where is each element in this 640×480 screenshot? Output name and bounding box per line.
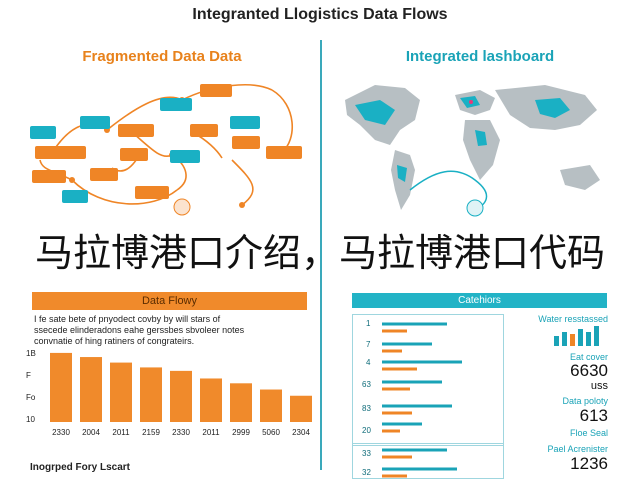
flow-node bbox=[90, 168, 118, 181]
x-tick-label: 2330 bbox=[52, 428, 70, 437]
row-label: 63 bbox=[362, 380, 371, 389]
flow-node bbox=[200, 84, 232, 97]
y-tick-label: 1B bbox=[26, 349, 36, 358]
left-panel-title: Fragmented Data Data bbox=[82, 48, 242, 65]
flow-node bbox=[62, 190, 88, 203]
stat-label: Pael Acrenister bbox=[547, 444, 608, 454]
overlay-caption: 马拉博港口介绍，马拉博港口代码 bbox=[34, 231, 605, 275]
flow-node bbox=[80, 116, 110, 129]
stat-label: Water resstassed bbox=[538, 314, 608, 324]
flow-node bbox=[35, 146, 67, 159]
y-tick-label: F bbox=[26, 371, 31, 380]
x-tick-label: 2011 bbox=[112, 428, 130, 437]
description-line: ssecede elinderadons eahe gerssbes sbvol… bbox=[34, 325, 245, 335]
y-tick-label: 10 bbox=[26, 415, 35, 424]
bar bbox=[110, 362, 132, 422]
bar bbox=[230, 383, 252, 422]
categories-banner: Catehiors bbox=[352, 293, 607, 308]
panel-divider bbox=[320, 40, 322, 470]
row-label: 1 bbox=[366, 319, 371, 328]
category-bars bbox=[382, 322, 462, 478]
x-tick-label: 2304 bbox=[292, 428, 310, 437]
flow-node bbox=[232, 136, 260, 149]
stat-unit: uss bbox=[590, 380, 608, 392]
row-label: 4 bbox=[366, 358, 371, 367]
bar bbox=[80, 357, 102, 422]
categories-panel-lower bbox=[352, 443, 504, 479]
right-panel-title: Integrated lashboard bbox=[405, 48, 555, 65]
flow-node bbox=[190, 124, 218, 137]
bar bbox=[170, 370, 192, 422]
bar bbox=[50, 352, 72, 422]
flow-node bbox=[120, 148, 148, 161]
description-line: I fe sate bete of pnyodect covby by will… bbox=[34, 314, 221, 324]
stat-label: Floe Seal bbox=[569, 428, 608, 438]
x-tick-label: 2004 bbox=[82, 428, 100, 437]
stat-value: 1236 bbox=[570, 454, 608, 473]
x-tick-label: 2330 bbox=[172, 428, 190, 437]
x-tick-label: 2159 bbox=[142, 428, 160, 437]
flow-node bbox=[60, 146, 86, 159]
row-label: 83 bbox=[362, 404, 371, 413]
flow-node bbox=[230, 116, 260, 129]
footer-caption: Inogrped Fory Lscart bbox=[30, 462, 131, 473]
row-label: 33 bbox=[362, 449, 371, 458]
flow-node bbox=[266, 146, 302, 159]
flow-node bbox=[170, 150, 200, 163]
flow-node bbox=[118, 124, 154, 137]
flow-node bbox=[160, 98, 192, 111]
stat-value: 613 bbox=[579, 406, 608, 425]
flow-node bbox=[30, 126, 56, 139]
description-line: convnatie of hing ratiners of congrateir… bbox=[34, 336, 195, 346]
stat-label: Data poloty bbox=[562, 396, 608, 406]
bar bbox=[200, 378, 222, 422]
y-axis-ticks: 1B F Fo 10 bbox=[26, 349, 36, 424]
x-axis-labels: 2330 2004 2011 2159 2330 2011 2999 5060 2304 bbox=[52, 428, 310, 437]
flow-node bbox=[135, 186, 169, 199]
categories-panel bbox=[352, 314, 504, 446]
stat-value: 6630 bbox=[570, 361, 608, 380]
row-label: 20 bbox=[362, 426, 371, 435]
bar bbox=[290, 395, 312, 422]
row-label: 7 bbox=[366, 340, 371, 349]
world-map bbox=[345, 85, 600, 217]
mini-bar-chart bbox=[554, 326, 599, 346]
bar bbox=[260, 389, 282, 422]
flow-node bbox=[32, 170, 66, 183]
main-title: Integranted Llogistics Data Flows bbox=[192, 6, 448, 23]
y-tick-label: Fo bbox=[26, 393, 36, 402]
bar-chart: 1B F Fo 10 2330 2004 2011 2159 2330 2011 2999 5060… bbox=[26, 349, 312, 437]
description-text: I fe sate bete of pnyodect covby by will… bbox=[34, 314, 296, 347]
bar-series bbox=[50, 352, 312, 422]
x-tick-label: 5060 bbox=[262, 428, 280, 437]
x-tick-label: 2999 bbox=[232, 428, 250, 437]
x-tick-label: 2011 bbox=[202, 428, 220, 437]
data-flow-banner: Data Flowy bbox=[32, 292, 307, 310]
stat-label: Eat cover bbox=[569, 352, 608, 362]
bar bbox=[140, 367, 162, 422]
row-label: 32 bbox=[362, 468, 371, 477]
